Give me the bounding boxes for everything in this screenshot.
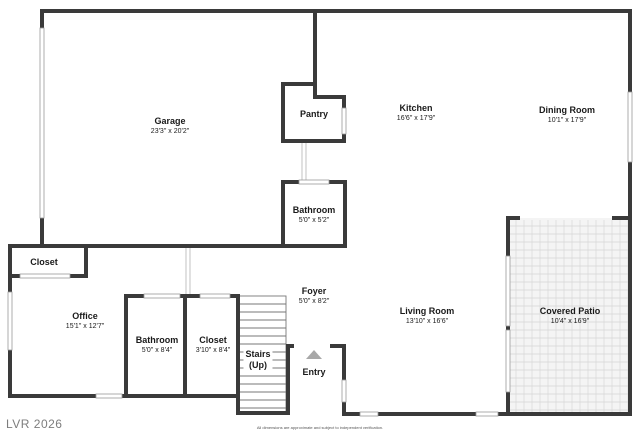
bathroom-upper-dims: 5'0" x 5'2" bbox=[298, 217, 330, 224]
room-label-patio: Covered Patio 10'4" x 16'9" bbox=[540, 306, 601, 327]
office-name: Office bbox=[72, 311, 98, 321]
room-label-closet-office: Closet bbox=[30, 257, 58, 268]
stairs-note: (Up) bbox=[248, 360, 267, 370]
foyer-name: Foyer bbox=[301, 286, 327, 296]
disclaimer: All dimensions are approximate and subje… bbox=[256, 425, 384, 430]
patio-name: Covered Patio bbox=[539, 306, 601, 316]
room-label-dining: Dining Room 10'1" x 17'9" bbox=[539, 105, 595, 126]
office-dims: 15'1" x 12'7" bbox=[65, 323, 105, 330]
room-label-stairs: Stairs (Up) bbox=[243, 348, 273, 372]
closet-office-name: Closet bbox=[30, 257, 58, 267]
entry-arrow-icon bbox=[306, 350, 322, 359]
entry-name: Entry bbox=[302, 367, 326, 377]
stairs-name: Stairs bbox=[245, 349, 271, 359]
covered-patio-area bbox=[510, 218, 632, 415]
room-label-office: Office 15'1" x 12'7" bbox=[66, 311, 104, 332]
garage-dims: 23'3" x 20'2" bbox=[150, 128, 190, 135]
bathroom-lower-dims: 5'0" x 8'4" bbox=[141, 347, 173, 354]
bathroom-upper-name: Bathroom bbox=[292, 205, 336, 215]
room-label-entry: Entry bbox=[302, 367, 325, 378]
room-label-living: Living Room 13'10" x 16'6" bbox=[400, 306, 455, 327]
foyer-dims: 5'0" x 8'2" bbox=[298, 298, 330, 305]
room-label-foyer: Foyer 5'0" x 8'2" bbox=[299, 286, 330, 307]
room-label-bathroom-lower: Bathroom 5'0" x 8'4" bbox=[136, 335, 179, 356]
watermark: LVR 2026 bbox=[6, 417, 63, 431]
windows bbox=[7, 27, 633, 417]
kitchen-dims: 16'6" x 17'9" bbox=[396, 115, 436, 122]
patio-dims: 10'4" x 16'9" bbox=[550, 318, 590, 325]
living-dims: 13'10" x 16'6" bbox=[405, 318, 449, 325]
garage-name: Garage bbox=[154, 116, 186, 126]
room-label-bathroom-upper: Bathroom 5'0" x 5'2" bbox=[293, 205, 336, 226]
room-label-pantry: Pantry bbox=[300, 109, 328, 120]
bathroom-lower-name: Bathroom bbox=[135, 335, 179, 345]
closet-lower-dims: 3'10" x 8'4" bbox=[195, 347, 231, 354]
door-openings bbox=[185, 143, 307, 294]
living-name: Living Room bbox=[399, 306, 455, 316]
pantry-name: Pantry bbox=[299, 109, 329, 119]
closet-lower-name: Closet bbox=[199, 335, 227, 345]
room-label-garage: Garage 23'3" x 20'2" bbox=[151, 116, 189, 137]
dining-name: Dining Room bbox=[539, 105, 595, 115]
room-label-kitchen: Kitchen 16'6" x 17'9" bbox=[397, 103, 435, 124]
kitchen-name: Kitchen bbox=[399, 103, 433, 113]
room-label-closet-lower: Closet 3'10" x 8'4" bbox=[196, 335, 231, 356]
dining-dims: 10'1" x 17'9" bbox=[547, 117, 587, 124]
